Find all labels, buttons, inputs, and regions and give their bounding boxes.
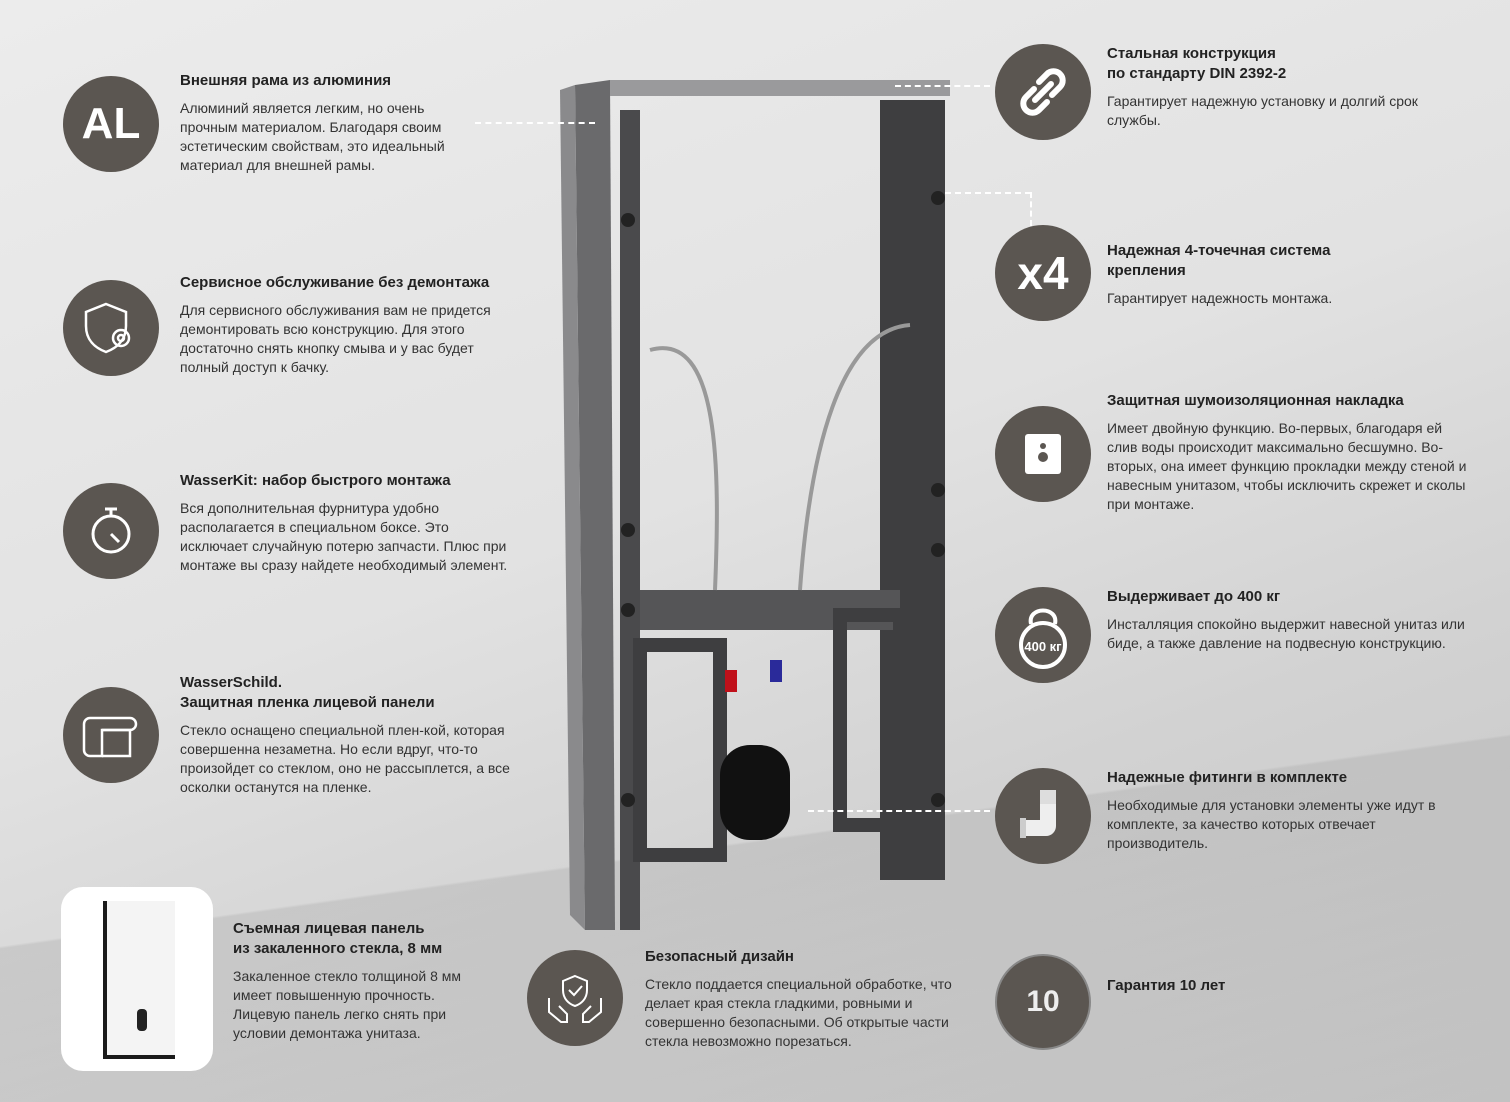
feature-text: Закаленное стекло толщиной 8 мм имеет по… bbox=[233, 968, 462, 1041]
feature-text: Алюминий является легким, но очень прочн… bbox=[180, 100, 445, 173]
feature-guarantee: Гарантия 10 лет bbox=[1107, 976, 1407, 1004]
feature-title: Надежная 4-точечная система bbox=[1107, 242, 1331, 259]
feature-title: Стальная конструкция bbox=[1107, 45, 1276, 62]
feature-title: WasserKit: набор быстрого монтажа bbox=[180, 472, 451, 489]
kettlebell-icon: 400 кг bbox=[995, 587, 1091, 683]
x4-icon: x4 bbox=[995, 225, 1091, 321]
stopwatch-icon bbox=[63, 483, 159, 579]
shield-gear-icon bbox=[63, 280, 159, 376]
feature-title: Внешняя рама из алюминия bbox=[180, 72, 392, 89]
feature-text: Инсталляция спокойно выдержит навесной у… bbox=[1107, 616, 1465, 651]
fitting-icon bbox=[995, 768, 1091, 864]
feature-title-line2: из закаленного стекла, 8 мм bbox=[233, 940, 443, 957]
pointer-line bbox=[808, 810, 990, 812]
feature-wasserschild: WasserSchild. Защитная пленка лицевой пан… bbox=[180, 673, 530, 797]
feature-title-line2: крепления bbox=[1107, 262, 1186, 279]
feature-title-line2: Защитная пленка лицевой панели bbox=[180, 694, 435, 711]
feature-title: Съемная лицевая панель bbox=[233, 920, 425, 937]
installation-frame-image bbox=[560, 80, 950, 930]
feature-steel-construction: Стальная конструкция по стандарту DIN 239… bbox=[1107, 44, 1467, 130]
safe-hands-icon bbox=[527, 950, 623, 1046]
feature-title: Сервисное обслуживание без демонтажа bbox=[180, 274, 490, 291]
feature-title: Безопасный дизайн bbox=[645, 948, 794, 965]
feature-title: Гарантия 10 лет bbox=[1107, 977, 1226, 994]
feature-title: Защитная шумоизоляционная накладка bbox=[1107, 392, 1404, 409]
feature-title: WasserSchild. bbox=[180, 674, 282, 691]
feature-text: Для сервисного обслуживания вам не приде… bbox=[180, 302, 491, 375]
pointer-line bbox=[475, 122, 595, 124]
feature-title: Выдерживает до 400 кг bbox=[1107, 588, 1281, 605]
aluminium-icon: AL bbox=[63, 76, 159, 172]
feature-text: Гарантирует надежную установку и долгий … bbox=[1107, 93, 1418, 128]
feature-text: Имеет двойную функцию. Во-первых, благод… bbox=[1107, 420, 1467, 512]
feature-glass-panel: Съемная лицевая панель из закаленного сте… bbox=[233, 919, 493, 1043]
pointer-line bbox=[1030, 192, 1032, 226]
chain-link-icon bbox=[995, 44, 1091, 140]
guarantee-seal-icon: 10 bbox=[995, 954, 1091, 1050]
pointer-line bbox=[895, 85, 990, 87]
glass-panel-image bbox=[61, 887, 213, 1071]
feature-text: Необходимые для установки элементы уже и… bbox=[1107, 797, 1436, 851]
feature-title: Надежные фитинги в комплекте bbox=[1107, 769, 1348, 786]
pad-icon bbox=[995, 406, 1091, 502]
feature-text: Стекло поддается специальной обработке, … bbox=[645, 976, 952, 1049]
kettlebell-label: 400 кг bbox=[1024, 638, 1062, 654]
film-roll-icon bbox=[63, 687, 159, 783]
feature-text: Стекло оснащено специальной плен-кой, ко… bbox=[180, 722, 510, 795]
pointer-line bbox=[945, 192, 1031, 194]
feature-400kg: Выдерживает до 400 кг Инсталляция спокойн… bbox=[1107, 587, 1467, 653]
seal-number: 10 bbox=[1026, 985, 1060, 1018]
feature-title-line2: по стандарту DIN 2392-2 bbox=[1107, 65, 1287, 82]
feature-text: Вся дополнительная фурнитура удобно расп… bbox=[180, 500, 508, 573]
feature-text: Гарантирует надежность монтажа. bbox=[1107, 290, 1333, 306]
